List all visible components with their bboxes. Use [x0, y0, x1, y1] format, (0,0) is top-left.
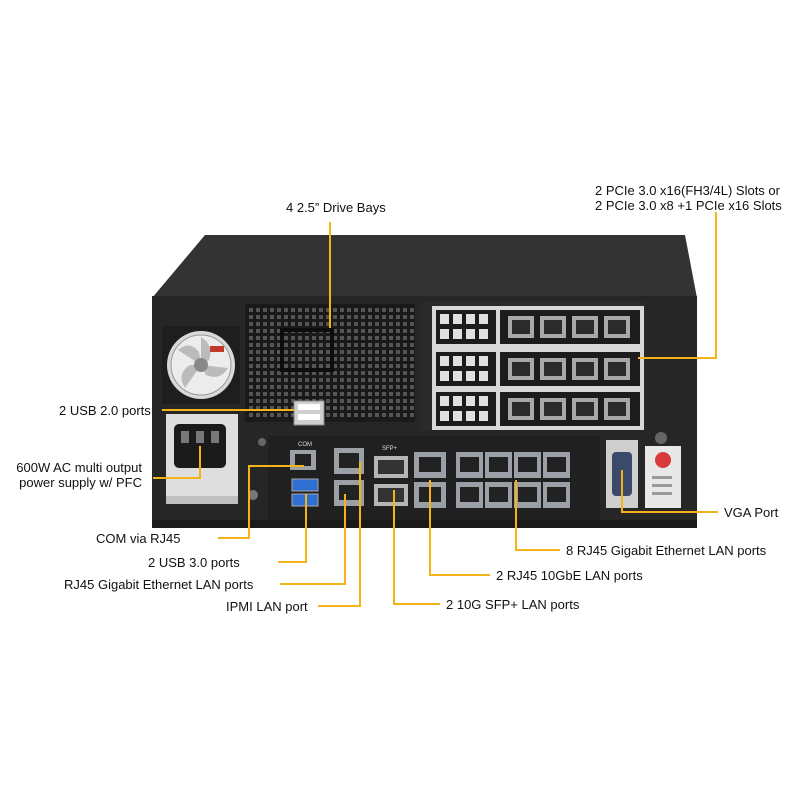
label-pcie-slots: 2 PCIe 3.0 x16(FH3/4L) Slots or 2 PCIe 3… — [595, 183, 782, 213]
label-psu: 600W AC multi output power supply w/ PFC — [0, 460, 142, 490]
label-pcie-line2: 2 PCIe 3.0 x8 +1 PCIe x16 Slots — [595, 198, 782, 213]
power-button-panel — [645, 446, 681, 508]
leader-rj45-gbe — [280, 494, 346, 585]
chassis-base — [152, 520, 697, 528]
label-pcie-line1: 2 PCIe 3.0 x16(FH3/4L) Slots or — [595, 183, 780, 198]
leader-rj45-10g — [429, 480, 490, 576]
leader-ipmi — [318, 462, 361, 607]
label-drive-bays: 4 2.5” Drive Bays — [286, 200, 386, 215]
leader-com — [218, 465, 304, 539]
label-usb3: 2 USB 3.0 ports — [148, 555, 240, 570]
label-vga: VGA Port — [724, 505, 779, 520]
usb-2-ports — [293, 400, 325, 426]
leader-pcie — [638, 212, 717, 359]
leader-lines — [153, 212, 718, 607]
leader-usb3 — [278, 494, 307, 563]
label-com: COM via RJ45 — [96, 531, 181, 546]
pcie-slot-area — [420, 302, 645, 430]
chassis-top-face — [152, 235, 697, 298]
label-psu-line2: power supply w/ PFC — [19, 475, 142, 490]
drive-bay-grille — [245, 304, 415, 422]
sfp-port-mark: SFP+ — [382, 446, 398, 452]
label-rj45-10g: 2 RJ45 10GbE LAN ports — [496, 568, 643, 583]
label-ipmi: IPMI LAN port — [226, 599, 308, 614]
label-rj45-gbe: RJ45 Gigabit Ethernet LAN ports — [64, 577, 254, 592]
label-psu-line1: 600W AC multi output — [16, 460, 142, 475]
label-usb2: 2 USB 2.0 ports — [59, 403, 151, 418]
leader-sfp — [393, 490, 440, 605]
leader-rj45-8 — [515, 480, 560, 551]
rj45-8-port-block — [456, 452, 570, 508]
leader-psu — [153, 446, 201, 479]
sfp-plus-ports: SFP+ — [374, 446, 408, 506]
com-port-mark: COM — [298, 442, 312, 448]
label-sfp: 2 10G SFP+ LAN ports — [446, 597, 580, 612]
leader-vga — [621, 470, 718, 513]
fan-icon — [162, 326, 240, 404]
label-rj45-8: 8 RJ45 Gigabit Ethernet LAN ports — [566, 543, 767, 558]
